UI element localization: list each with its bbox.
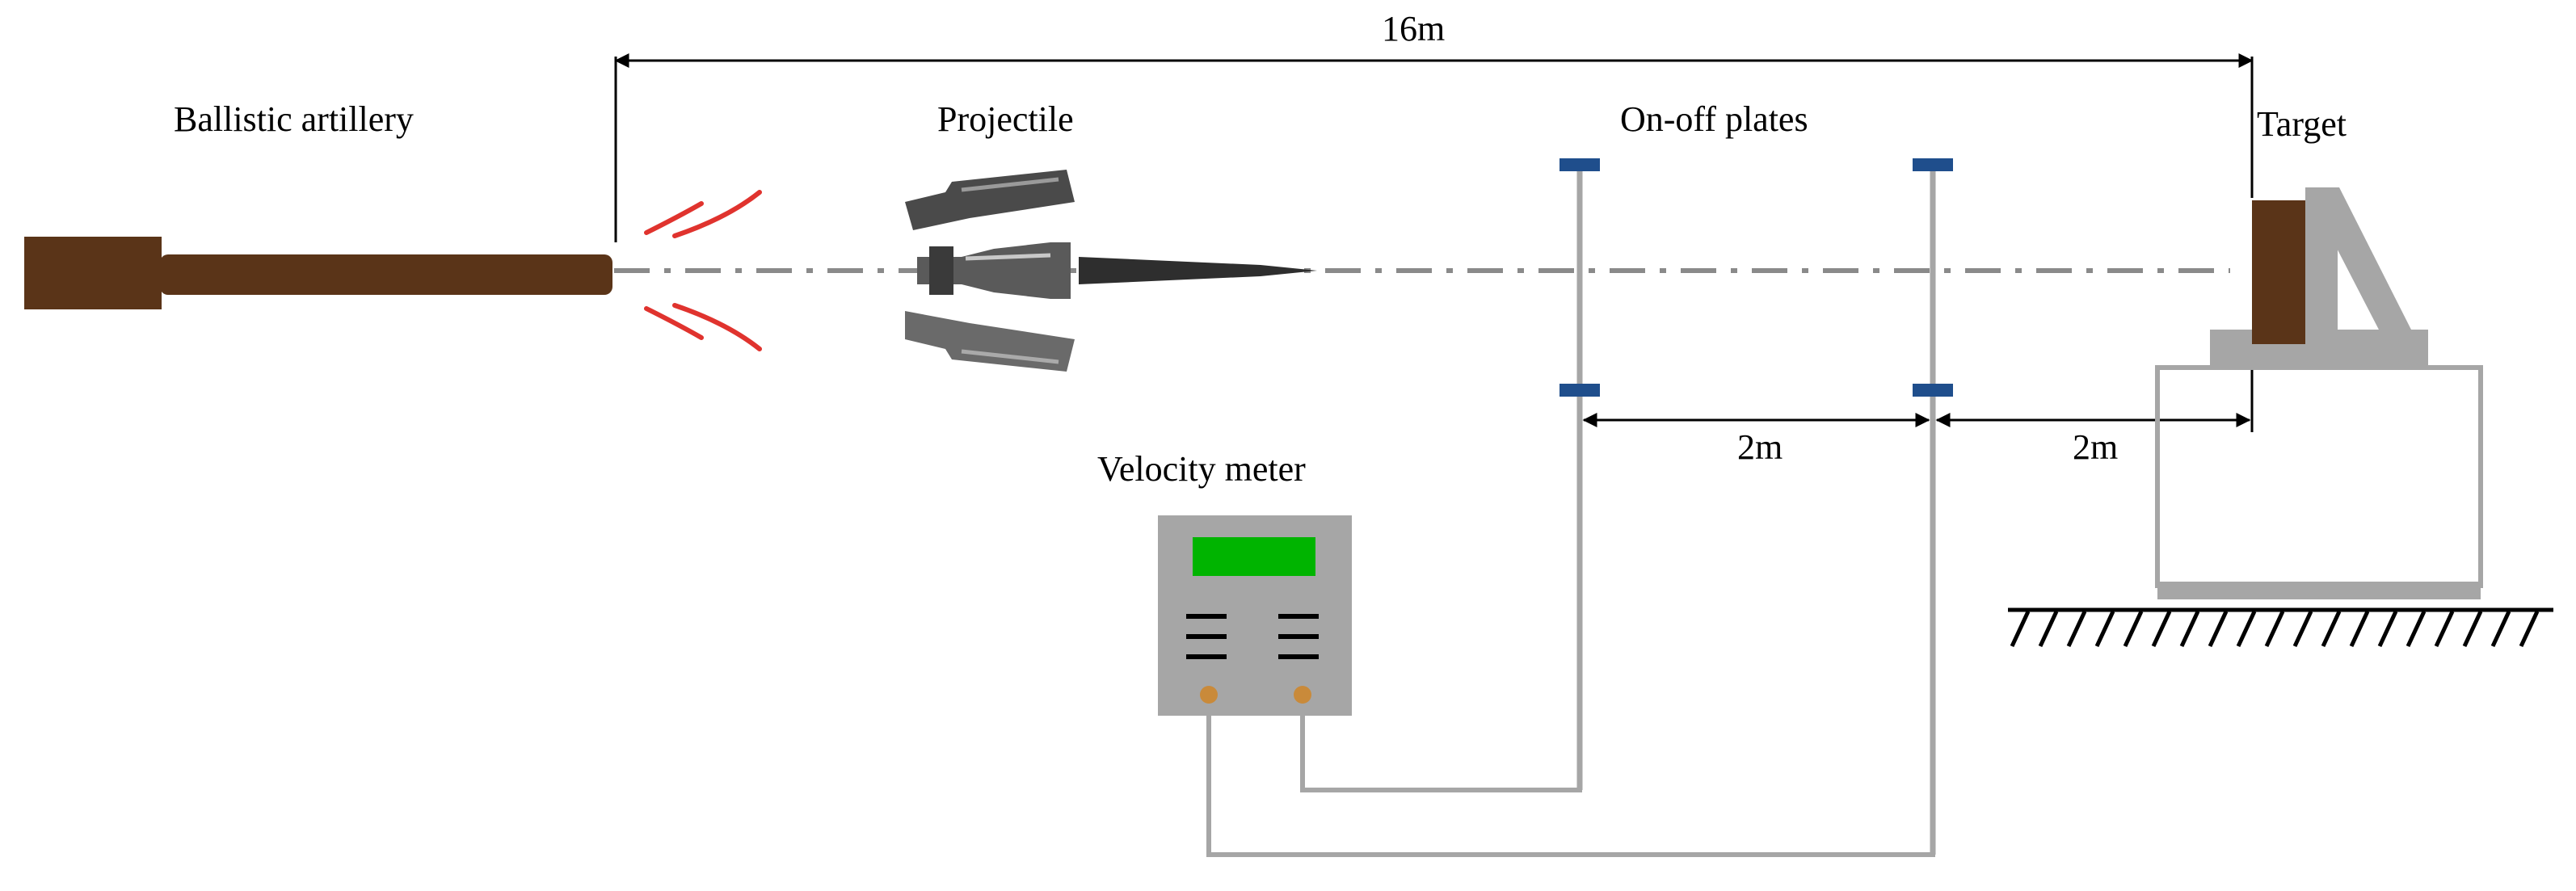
muzzle-blast-icon	[644, 190, 762, 351]
label-projectile: Projectile	[937, 99, 1074, 139]
velocity-meter	[1158, 515, 1352, 716]
label-target: Target	[2257, 104, 2347, 144]
projectile-icon	[905, 170, 1317, 372]
label-2m-plates: 2m	[1737, 427, 1783, 467]
label-2m-target: 2m	[2073, 427, 2118, 467]
label-on-off-plates: On-off plates	[1620, 99, 1808, 139]
signal-wires	[1206, 695, 1935, 857]
dimension-16m	[614, 53, 2254, 242]
artillery-barrel	[24, 237, 612, 309]
label-velocity-meter: Velocity meter	[1097, 449, 1306, 489]
on-off-plate-1	[1559, 158, 1600, 790]
label-16m: 16m	[1382, 9, 1445, 48]
label-ballistic-artillery: Ballistic artillery	[174, 99, 414, 139]
target-stand	[2155, 187, 2483, 599]
ground-hatch-icon	[2008, 607, 2553, 648]
on-off-plate-2	[1913, 158, 1953, 855]
